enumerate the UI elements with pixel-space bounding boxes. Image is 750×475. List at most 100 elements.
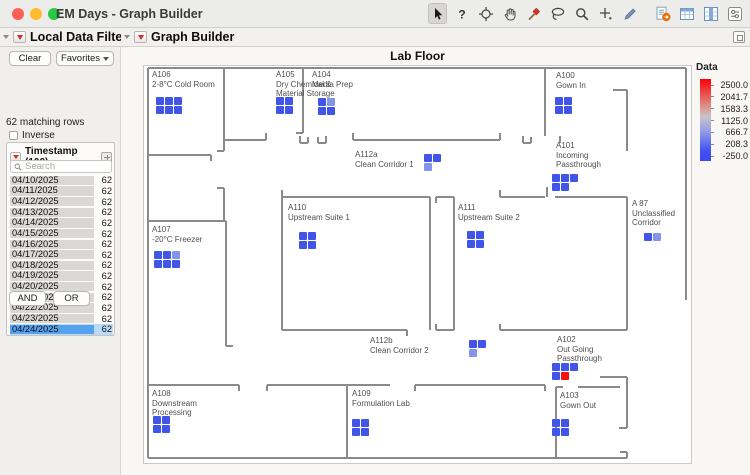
marker-a100[interactable] — [555, 97, 563, 105]
marker-a102[interactable] — [570, 363, 578, 371]
marker-a87[interactable] — [644, 233, 652, 241]
plot-area[interactable] — [143, 65, 692, 464]
marker-a108[interactable] — [162, 425, 170, 433]
filter-row-date[interactable]: 04/15/2025 — [10, 228, 94, 239]
marker-a112b[interactable] — [469, 349, 477, 357]
marker-a105[interactable] — [285, 97, 293, 105]
collapse-triangle-icon[interactable] — [3, 35, 9, 39]
marker-a105[interactable] — [285, 106, 293, 114]
marker-a111[interactable] — [476, 240, 484, 248]
marker-a104[interactable] — [327, 98, 335, 106]
grabber-tool-button[interactable] — [500, 3, 519, 24]
crosshair-tool-button[interactable] — [596, 3, 615, 24]
marker-a100[interactable] — [564, 97, 572, 105]
minimize-window-button[interactable] — [30, 8, 42, 20]
marker-a103[interactable] — [552, 419, 560, 427]
marker-a107[interactable] — [163, 260, 171, 268]
marker-a112a[interactable] — [433, 154, 441, 162]
favorites-button[interactable]: Favorites — [56, 51, 114, 66]
marker-a102[interactable] — [552, 363, 560, 371]
marker-a100[interactable] — [564, 106, 572, 114]
filter-row-date[interactable]: 04/24/2025 — [10, 324, 94, 334]
marker-a109[interactable] — [361, 428, 369, 436]
marker-a108[interactable] — [162, 416, 170, 424]
marker-a111[interactable] — [476, 231, 484, 239]
marker-a112b[interactable] — [469, 340, 477, 348]
marker-a103[interactable] — [561, 428, 569, 436]
filter-row-date[interactable]: 04/19/2025 — [10, 271, 94, 281]
marker-a103[interactable] — [561, 419, 569, 427]
help-tool-button[interactable]: ? — [452, 3, 471, 24]
marker-a109[interactable] — [352, 428, 360, 436]
annotate-tool-button[interactable] — [620, 3, 639, 24]
data-table-button[interactable] — [677, 3, 696, 24]
filter-row-date[interactable]: 04/14/2025 — [10, 217, 94, 228]
marker-a109[interactable] — [352, 419, 360, 427]
marker-a103[interactable] — [552, 428, 560, 436]
inverse-checkbox[interactable] — [9, 131, 18, 140]
marker-a105[interactable] — [276, 106, 284, 114]
filter-row-date[interactable]: 04/11/2025 — [10, 185, 94, 196]
marker-a111[interactable] — [467, 240, 475, 248]
filter-row-date[interactable]: 04/22/2025 — [10, 302, 94, 313]
marker-a104[interactable] — [327, 107, 335, 115]
red-triangle-menu-icon[interactable] — [134, 31, 147, 43]
marker-a110[interactable] — [308, 232, 316, 240]
marker-a101[interactable] — [552, 183, 560, 191]
lasso-tool-button[interactable] — [548, 3, 567, 24]
filter-row-date[interactable]: 04/20/2025 — [10, 281, 94, 292]
marker-a106[interactable] — [165, 97, 173, 105]
marker-a102[interactable] — [552, 372, 560, 380]
marker-a101[interactable] — [561, 174, 569, 182]
marker-a112a[interactable] — [424, 163, 432, 171]
cursor-tool-button[interactable] — [428, 3, 447, 24]
filter-row-date[interactable]: 04/16/2025 — [10, 239, 94, 249]
marker-a107[interactable] — [172, 260, 180, 268]
marker-a101[interactable] — [552, 174, 560, 182]
marker-a101[interactable] — [570, 174, 578, 182]
marker-a102[interactable] — [561, 363, 569, 371]
marker-a106[interactable] — [165, 106, 173, 114]
brush-tool-button[interactable] — [524, 3, 543, 24]
marker-a112a[interactable] — [424, 154, 432, 162]
close-window-button[interactable] — [12, 8, 24, 20]
marker-a110[interactable] — [308, 241, 316, 249]
marker-a107[interactable] — [154, 251, 162, 259]
window-control-icon[interactable] — [733, 31, 745, 43]
red-triangle-menu-icon[interactable] — [13, 31, 26, 43]
marker-a87[interactable] — [653, 233, 661, 241]
zoom-window-button[interactable] — [48, 8, 60, 20]
marker-a108[interactable] — [153, 425, 161, 433]
marker-a108[interactable] — [153, 416, 161, 424]
magnifier-tool-button[interactable] — [572, 3, 591, 24]
marker-a104[interactable] — [318, 98, 326, 106]
filter-row-date[interactable]: 04/12/2025 — [10, 196, 94, 207]
marker-a109[interactable] — [361, 419, 369, 427]
selection-tool-button[interactable] — [476, 3, 495, 24]
marker-a110[interactable] — [299, 241, 307, 249]
marker-a110[interactable] — [299, 232, 307, 240]
filter-row-date[interactable]: 04/23/2025 — [10, 313, 94, 324]
filter-row-date[interactable]: 04/18/2025 — [10, 260, 94, 271]
marker-a105[interactable] — [276, 97, 284, 105]
preferences-button[interactable] — [725, 3, 744, 24]
marker-a111[interactable] — [467, 231, 475, 239]
split-columns-button[interactable] — [701, 3, 720, 24]
marker-a107[interactable] — [154, 260, 162, 268]
collapse-triangle-icon[interactable] — [124, 35, 130, 39]
marker-a107[interactable] — [172, 251, 180, 259]
search-input[interactable] — [25, 161, 105, 172]
